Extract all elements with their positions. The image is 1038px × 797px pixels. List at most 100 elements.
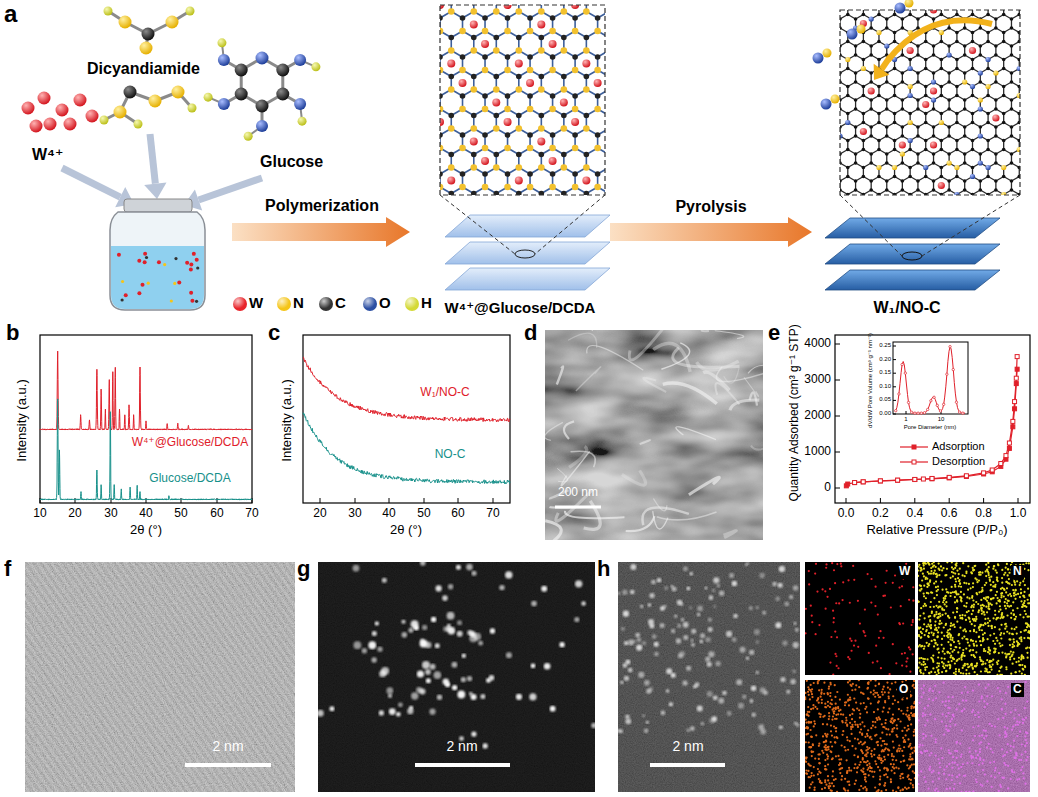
- c-atom: [940, 94, 944, 98]
- o-atom: [985, 165, 990, 170]
- atom-ball: [104, 7, 113, 16]
- single-atom: [379, 710, 384, 715]
- c-atom: [877, 85, 881, 89]
- lattice-atom: [448, 47, 455, 54]
- lattice-atom: [527, 15, 533, 21]
- lattice-atom: [527, 145, 534, 152]
- c-atom: [932, 44, 936, 48]
- c-atom: [971, 31, 975, 35]
- data-marker: [861, 480, 865, 484]
- map-dot: [936, 644, 938, 646]
- single-atom: [529, 693, 536, 700]
- c-atom: [862, 94, 866, 98]
- o-atom: [845, 120, 850, 125]
- c-atom: [924, 13, 928, 17]
- map-dot: [835, 655, 837, 657]
- tick-mark: [893, 386, 896, 387]
- c-atom: [893, 94, 897, 98]
- atom-ball: [895, 3, 906, 14]
- c-atom: [971, 166, 975, 170]
- lattice-atom: [595, 93, 601, 99]
- sem-ground: [545, 330, 763, 540]
- o-atom: [908, 66, 913, 71]
- lattice-atom: [572, 67, 579, 74]
- single-atom: [624, 641, 628, 645]
- w-atom: [549, 157, 557, 165]
- ion-dot: [137, 259, 141, 263]
- map-dot: [886, 570, 888, 572]
- c-atom: [924, 148, 928, 152]
- map-dot: [830, 636, 832, 638]
- single-atom: [654, 652, 658, 656]
- c-atom: [986, 148, 990, 152]
- c-atom: [916, 188, 920, 192]
- c-atom: [963, 26, 967, 30]
- scale-bar: [650, 763, 725, 767]
- c-atom: [869, 98, 873, 102]
- layer-sheet: [445, 242, 610, 264]
- single-atom: [426, 678, 431, 683]
- c-atom: [869, 125, 873, 129]
- c-atom: [862, 175, 866, 179]
- map-dot: [841, 599, 843, 601]
- c-atom: [994, 152, 998, 156]
- lattice-atom: [539, 152, 545, 158]
- c-atom: [924, 67, 928, 71]
- single-atom: [713, 577, 719, 583]
- c-atom: [885, 161, 889, 165]
- map-dot: [1006, 602, 1008, 604]
- lattice-atom: [482, 171, 488, 177]
- c-atom: [901, 98, 905, 102]
- sheet-wrinkle: [697, 361, 739, 370]
- data-marker: [896, 478, 900, 482]
- single-atom: [401, 620, 405, 624]
- tick-mark: [835, 488, 840, 489]
- eds-map: [805, 562, 915, 675]
- map-dot: [899, 623, 901, 625]
- map-dot: [1023, 568, 1025, 570]
- c-atom: [940, 67, 944, 71]
- lattice-atom: [460, 93, 466, 99]
- map-dot: [898, 586, 900, 588]
- tick-mark: [320, 498, 321, 503]
- n-atom: [947, 160, 952, 165]
- c-atom: [885, 80, 889, 84]
- lattice-atom: [572, 184, 579, 191]
- single-atom: [559, 642, 564, 647]
- single-atom: [689, 606, 692, 609]
- map-dot: [834, 582, 836, 584]
- data-marker: [907, 401, 909, 403]
- n-atom: [861, 66, 866, 71]
- n-atom: [939, 30, 944, 35]
- map-dot: [925, 597, 927, 599]
- lattice-atom: [550, 54, 556, 60]
- single-atom: [756, 606, 759, 609]
- c-atom: [940, 40, 944, 44]
- c-atom: [916, 44, 920, 48]
- single-atom: [646, 689, 651, 694]
- lattice-atom: [538, 125, 545, 132]
- single-atom: [541, 586, 547, 592]
- map-dot: [941, 644, 943, 646]
- lattice-atom: [527, 93, 533, 99]
- w-atom: [938, 182, 945, 189]
- map-dot: [842, 581, 844, 583]
- c-atom: [893, 148, 897, 152]
- atom-ball: [235, 88, 248, 101]
- lattice-atom: [448, 191, 454, 195]
- o-atom: [908, 138, 913, 143]
- single-atom: [671, 629, 675, 633]
- w-atom: [537, 21, 545, 29]
- data-marker: [933, 396, 935, 398]
- single-atom: [640, 605, 643, 608]
- arrow-head: [144, 182, 166, 199]
- o-atom: [985, 57, 990, 62]
- data-marker: [982, 471, 986, 475]
- map-dot: [847, 656, 849, 658]
- c-atom: [916, 17, 920, 21]
- c-atom: [978, 53, 982, 57]
- map-dot: [892, 643, 894, 645]
- single-atom: [752, 713, 756, 717]
- data-marker: [946, 373, 948, 375]
- lattice-atom: [493, 164, 500, 171]
